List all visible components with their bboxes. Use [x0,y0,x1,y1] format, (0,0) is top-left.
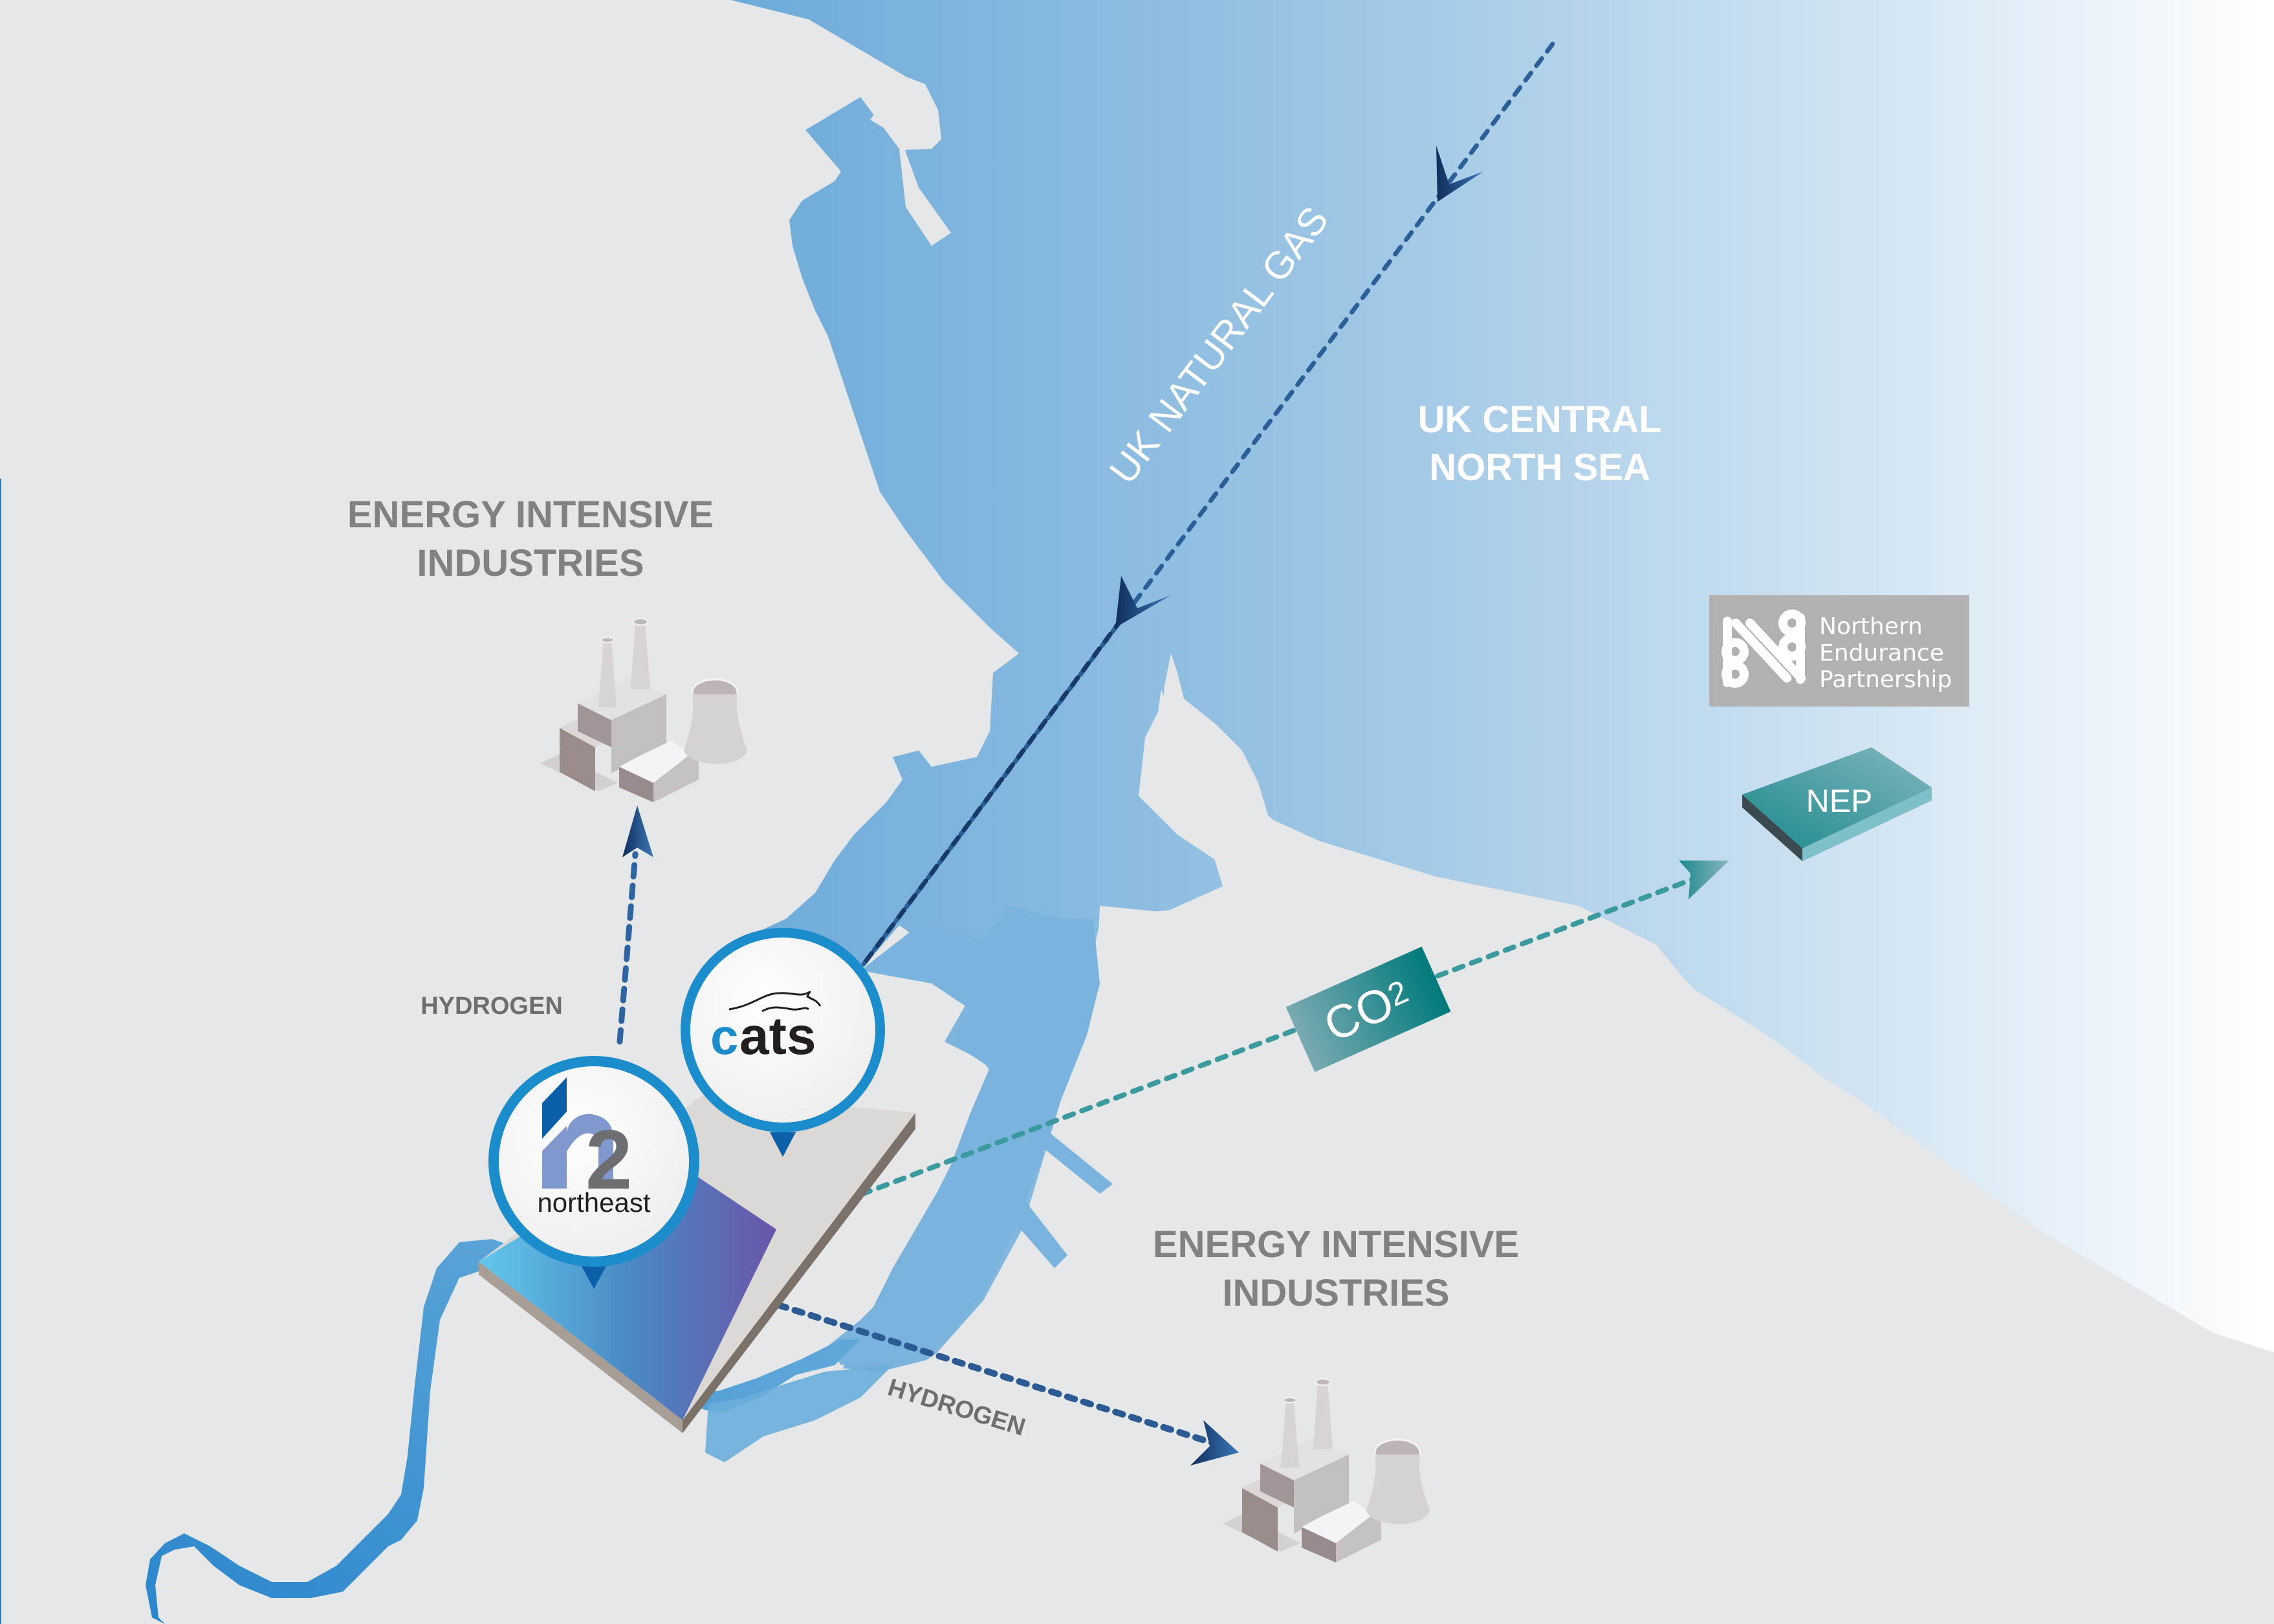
nep-storage-box: NEP [1742,747,1932,861]
nep-box-label: NEP [1806,783,1873,819]
left-edge-line [0,479,1,1624]
industries-west-label-line2: INDUSTRIES [417,542,644,584]
factory-icon [1223,1378,1430,1563]
nep-logo-line3: Partnership [1819,666,1952,693]
gas-arrow-icon [1436,146,1483,202]
pin-tip [770,1132,796,1157]
gas-pipeline-line-lower [861,602,1135,967]
cats-pin[interactable]: c ats [681,928,885,1157]
sea-label-line2: NORTH SEA [1429,446,1650,488]
cats-cheetah-icon [728,991,822,1013]
industries-east-label-line2: INDUSTRIES [1222,1272,1449,1314]
nep-logo: Northern Endurance Partnership [1709,595,1969,707]
industries-west-label-line1: ENERGY INTENSIVE [347,494,714,536]
cats-logo-prefix: c [710,1008,738,1065]
nep-knot-icon [1722,609,1806,688]
hydrogen-arrow-icon [1190,1420,1239,1465]
nep-logo-line1: Northern [1819,613,1923,640]
co2-label-box: CO2 [1285,946,1451,1073]
nep-logo-line2: Endurance [1819,640,1944,666]
h2-logo-digit: 2 [585,1112,632,1207]
estuary-channel [828,906,1100,1365]
hydrogen-flow-north-line [617,851,639,1045]
industries-east-label-line1: ENERGY INTENSIVE [1153,1223,1519,1266]
h2-logo-mark [542,1077,567,1139]
factory-icon [540,618,747,802]
cats-logo-text: ats [739,1007,816,1066]
pin-tip [581,1265,607,1289]
estuary-branch-south [1009,1197,1067,1268]
estuary-branch [1009,1100,1113,1194]
h2-logo-subtitle: northeast [537,1187,650,1218]
gas-arrow-icon [1115,576,1171,628]
co2-arrow-icon [1679,861,1729,899]
h2-logo-letter [542,1114,613,1189]
east-coast [796,653,2274,1624]
hydrogen-north-label: HYDROGEN [421,993,563,1020]
h2-northeast-pin[interactable]: 2 northeast [488,1056,699,1289]
river-mouth [705,1365,893,1462]
sea-label-line1: UK CENTRAL [1418,399,1662,441]
west-coast [0,0,1019,951]
hydrogen-arrow-icon [622,806,653,857]
